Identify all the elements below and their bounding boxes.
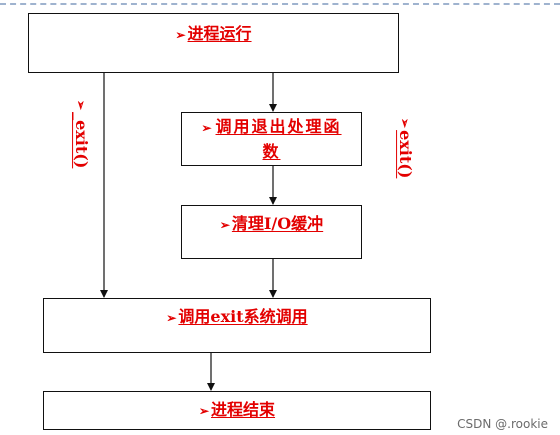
node-call-exit-handler-label: ➢调用退出处理函数 [201,116,342,161]
node-call-exit-syscall: ➢调用exit系统调用 [43,298,431,353]
bullet-marker-icon: ➢ [74,100,88,111]
bullet-marker-icon: ➢ [166,311,177,325]
node-process-end: ➢进程结束 [43,391,431,430]
bullet-marker-icon: ➢ [175,28,186,42]
node-clear-io-buffer: ➢清理I/O缓冲 [181,205,362,259]
side-label-underscore-exit: ➢_exit() [72,100,91,169]
node-process-end-label: ➢进程结束 [198,400,276,419]
node-process-run-label: ➢进程运行 [175,24,252,43]
bullet-marker-icon: ➢ [201,120,214,135]
dashed-top-border [0,3,560,5]
node-process-run: ➢进程运行 [28,13,399,73]
node-call-exit-handler: ➢调用退出处理函数 [181,112,362,166]
bullet-marker-icon: ➢ [219,218,230,232]
csdn-watermark: CSDN @.rookie [457,417,548,431]
side-label-exit: ➢exit() [396,118,415,179]
node-clear-io-buffer-label: ➢清理I/O缓冲 [219,214,324,233]
bullet-marker-icon: ➢ [198,404,210,418]
node-call-exit-syscall-label: ➢调用exit系统调用 [166,307,308,326]
bullet-marker-icon: ➢ [398,118,412,129]
